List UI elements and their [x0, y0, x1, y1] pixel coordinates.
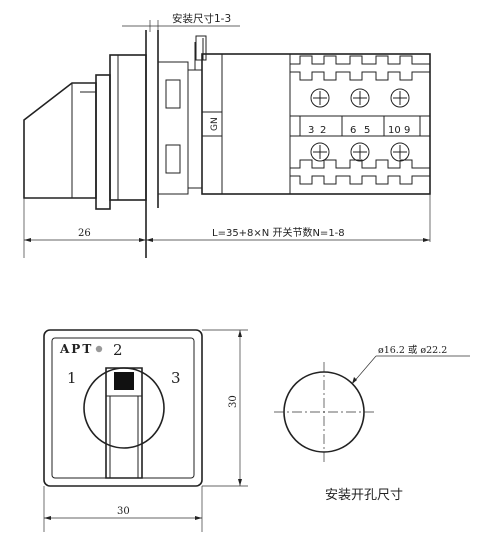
- brand-logo: APT: [59, 342, 93, 356]
- screw-icon: [390, 142, 410, 162]
- handle-indicator-icon: [114, 372, 134, 390]
- terminal-edge-bottom: [290, 175, 430, 185]
- screw-icon: [310, 88, 330, 108]
- terminal-mark-9: 9: [404, 125, 410, 136]
- position-label-2: 2: [113, 341, 123, 359]
- screw-icon: [390, 88, 410, 108]
- position-label-3: 3: [171, 369, 181, 387]
- svg-text:GN: GN: [210, 117, 220, 131]
- front-bezel-side: [95, 74, 111, 210]
- cutout-diameter-note: ø16.2 或 ø22.2: [378, 344, 447, 356]
- length-formula: L=35+8×N 开关节数N=1-8: [212, 226, 345, 239]
- terminal-mark-2: 2: [320, 125, 326, 136]
- height-dimension-value: 30: [228, 395, 239, 408]
- bezel-body-side: [109, 54, 147, 201]
- cutout-view: ø16.2 或 ø22.2 安装开孔尺寸: [274, 344, 470, 503]
- position-label-1: 1: [67, 369, 77, 387]
- screw-icon: [350, 88, 370, 108]
- front-bezel: [43, 329, 203, 487]
- terminal-mark-6: 6: [350, 125, 356, 136]
- screw-icon: [350, 142, 370, 162]
- knob-handle: [105, 367, 143, 479]
- mounting-nut: [157, 61, 189, 195]
- cutout-caption: 安装开孔尺寸: [325, 488, 403, 503]
- terminal-edge-top: [290, 55, 430, 65]
- install-size-label: 安装尺寸1-3: [172, 12, 231, 25]
- depth-dimension-value: 26: [78, 228, 91, 239]
- brand-dot-icon: [95, 345, 103, 353]
- screw-icon: [310, 142, 330, 162]
- terminal-mark-10: 10: [388, 125, 401, 136]
- front-view: APT 2 1 3 30 30: [43, 329, 248, 532]
- terminal-mark-3: 3: [308, 125, 314, 136]
- side-view: 安装尺寸1-3 GN: [23, 12, 431, 258]
- width-dimension-value: 30: [117, 506, 130, 517]
- switch-body: [201, 53, 431, 195]
- terminal-screws: [310, 88, 410, 162]
- terminal-mark-5: 5: [364, 125, 370, 136]
- knob-side-profile: [23, 82, 97, 199]
